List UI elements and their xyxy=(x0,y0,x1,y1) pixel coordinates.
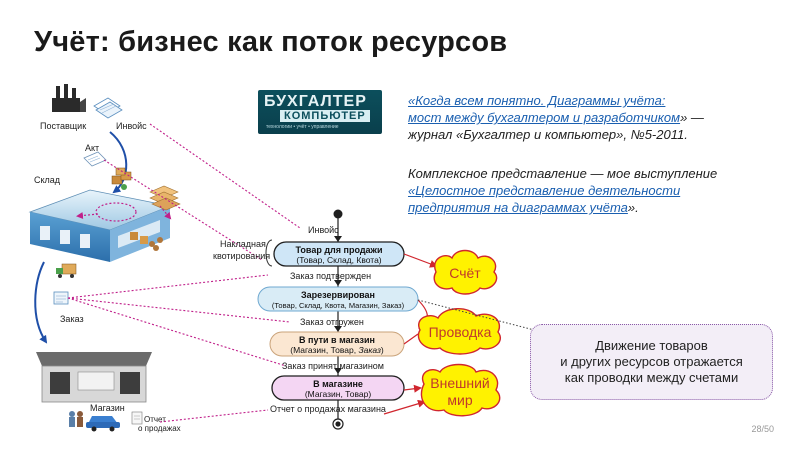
state-reserved-name: Зарезервирован xyxy=(301,290,375,300)
label-report-line2: о продажах xyxy=(138,424,181,433)
axis-arrow-4 xyxy=(334,368,342,374)
axis-arrow-1 xyxy=(334,236,342,242)
label-store: Магазин xyxy=(90,403,125,413)
arrow-warehouse-internal xyxy=(76,212,99,219)
goods-stack-icon xyxy=(149,185,181,211)
customers-icon xyxy=(69,411,83,427)
start-node xyxy=(333,209,343,219)
order-document-icon xyxy=(53,291,69,305)
arrow-goods-to-roof xyxy=(159,205,172,220)
invoice-documents-icon xyxy=(93,97,123,119)
label-report-line1: Отчет xyxy=(144,415,166,424)
truck-icon xyxy=(56,263,77,278)
state-for-sale[interactable]: Товар для продажи (Товар, Склад, Квота) xyxy=(273,241,405,267)
store-building-icon xyxy=(36,352,152,403)
label-act: Акт xyxy=(85,143,99,153)
state-in-store[interactable]: В магазине (Магазин, Товар) xyxy=(271,375,405,401)
page-number: 28/50 xyxy=(751,424,774,434)
article-tail1: » — xyxy=(680,110,704,125)
state-reserved-detail: (Товар, Склад, Квота, Магазин, Заказ) xyxy=(272,301,405,310)
transition-order-shipped: Заказ отгружен xyxy=(300,317,364,327)
link-order-2 xyxy=(67,297,291,323)
warehouse-building-icon xyxy=(28,189,172,262)
act-document-icon xyxy=(83,151,107,167)
arrow-supplier-to-warehouse xyxy=(109,131,128,194)
label-invoice: Инвойс xyxy=(116,121,147,131)
logo-line1: БУХГАЛТЕР xyxy=(264,93,367,110)
cloud-account: Счёт xyxy=(433,249,498,295)
callout-connector xyxy=(417,299,535,331)
label-quotation: квотирования xyxy=(213,251,270,261)
logo-line2: КОМПЬЮТЕР xyxy=(280,110,370,122)
cloud-external-line2: мир xyxy=(447,392,472,408)
talk-tail: ». xyxy=(627,200,639,215)
state-in-store-name: В магазине xyxy=(313,379,363,389)
talk-reference: Комплексное представление — мое выступле… xyxy=(408,165,778,216)
link-act xyxy=(103,159,263,261)
state-in-transit[interactable]: В пути в магазин (Магазин, Товар, Заказ) xyxy=(269,331,405,357)
transition-invoice: Инвойс xyxy=(308,225,339,235)
cargo-boxes-icon xyxy=(111,167,132,190)
cloud-posting-label: Проводка xyxy=(429,324,492,340)
label-supplier: Поставщик xyxy=(40,121,86,131)
axis-arrow-2 xyxy=(334,280,342,286)
arrow-state1-to-account xyxy=(403,253,438,268)
warehouse-workers-icon xyxy=(130,232,163,251)
state-in-transit-detail-pre: (Магазин, Товар, xyxy=(290,345,358,355)
transition-order-confirmed: Заказ подтвержден xyxy=(290,271,371,281)
factory-icon xyxy=(52,84,86,112)
article-link-line1[interactable]: «Когда всем понятно. Диаграммы учёта: xyxy=(408,93,666,108)
label-waybill: Накладная xyxy=(220,239,266,249)
talk-link-line1[interactable]: «Целостное представление деятельности xyxy=(408,183,681,198)
cloud-posting: Проводка xyxy=(417,308,501,355)
end-node-core xyxy=(335,421,341,427)
link-report xyxy=(159,409,269,423)
state-in-transit-detail: (Магазин, Товар, Заказ) xyxy=(290,345,384,355)
link-order-1 xyxy=(67,274,269,299)
journal-logo: БУХГАЛТЕР КОМПЬЮТЕР технологии • учёт • … xyxy=(258,90,382,134)
article-link-line2[interactable]: мост между бухгалтером и разработчиком xyxy=(408,110,681,125)
transition-store-report: Отчет о продажах магазина xyxy=(270,404,386,414)
slide-title: Учёт: бизнес как поток ресурсов xyxy=(34,26,508,58)
arrow-state3-to-posting xyxy=(403,333,419,345)
talk-intro: Комплексное представление — мое выступле… xyxy=(408,166,718,181)
state-in-transit-detail-italic: Заказ xyxy=(358,345,380,355)
state-reserved[interactable]: Зарезервирован (Товар, Склад, Квота, Маг… xyxy=(257,286,419,312)
label-warehouse: Склад xyxy=(34,175,61,185)
article-reference: «Когда всем понятно. Диаграммы учёта: мо… xyxy=(408,92,778,143)
waybill-bracket xyxy=(265,239,273,267)
article-tail2: журнал «Бухгалтер и компьютер», №5-2011. xyxy=(408,127,688,142)
link-invoice xyxy=(149,123,301,229)
state-for-sale-name: Товар для продажи xyxy=(296,245,383,255)
cloud-external-world: Внешний мир xyxy=(420,363,501,417)
cloud-account-label: Счёт xyxy=(449,265,481,281)
sales-report-icon xyxy=(131,411,143,425)
cloud-external-line1: Внешний xyxy=(430,375,489,391)
label-order: Заказ xyxy=(60,314,84,324)
logo-line3: технологии • учёт • управление xyxy=(266,124,339,130)
reservation-area-marker xyxy=(95,202,137,222)
axis-arrow-3 xyxy=(334,326,342,332)
state-in-store-detail: (Магазин, Товар) xyxy=(305,389,371,399)
arrow-state4-to-external xyxy=(403,384,422,393)
talk-link-line2[interactable]: предприятия на диаграммах учёта xyxy=(408,200,628,215)
state-in-transit-detail-post: ) xyxy=(381,345,384,355)
state-for-sale-detail: (Товар, Склад, Квота) xyxy=(296,255,381,265)
arrow-warehouse-to-store xyxy=(34,261,48,344)
state-in-transit-name: В пути в магазин xyxy=(299,335,375,345)
transition-order-received: Заказ принят магазином xyxy=(282,361,384,371)
car-icon xyxy=(86,416,120,432)
arrow-report-to-external xyxy=(383,399,426,415)
explanation-callout: Движение товаров и других ресурсов отраж… xyxy=(530,324,773,400)
